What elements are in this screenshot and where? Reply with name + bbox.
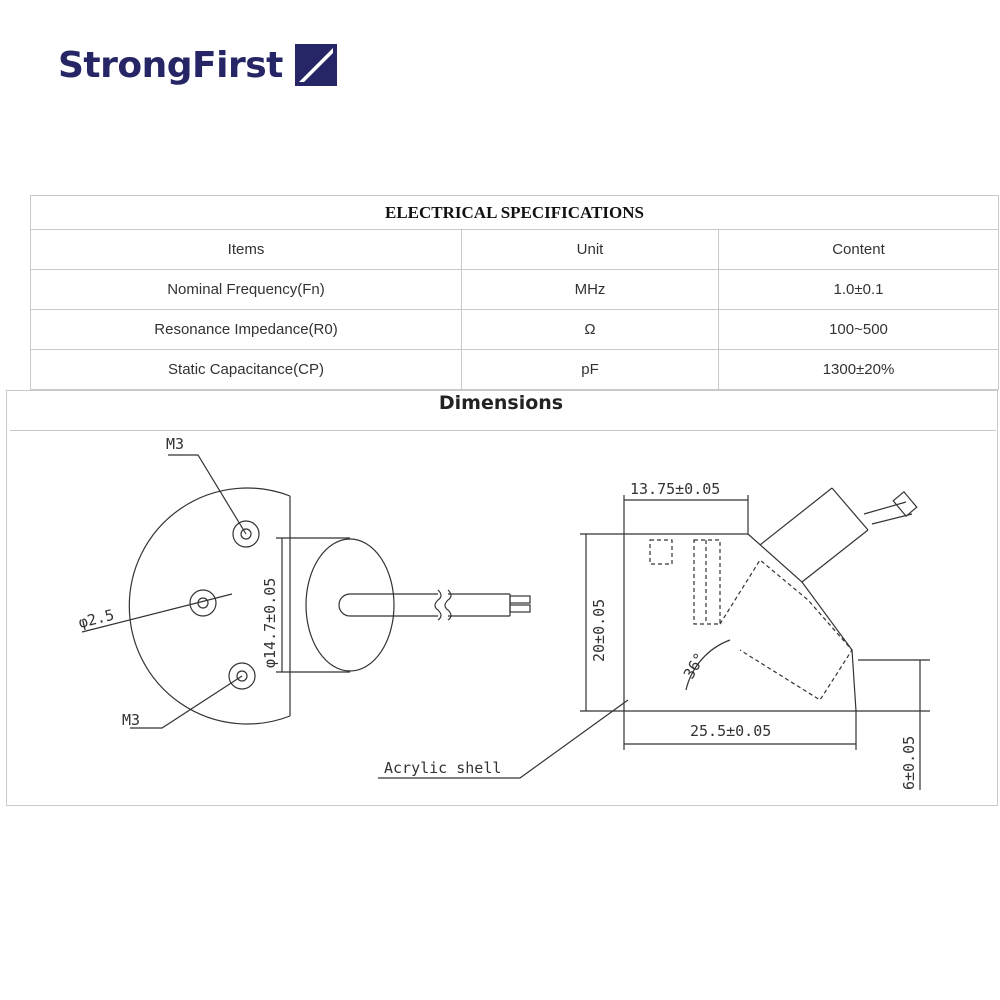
column-header-content: Content (718, 229, 999, 270)
angle-label: 36° (680, 650, 709, 682)
m3-bottom-leader (130, 675, 243, 729)
hole-diameter-label: φ2.5 (77, 606, 116, 632)
dimensions-title: Dimensions (438, 392, 564, 414)
brand-name: StrongFirst (58, 44, 283, 86)
front-face-ellipse (305, 538, 395, 672)
hidden-hole-1 (649, 539, 673, 565)
table-header-row: Items Unit Content (30, 229, 999, 270)
center-hole (189, 589, 217, 617)
cable-wire-2 (509, 604, 531, 613)
hidden-tube-cavity (719, 559, 853, 701)
dimensions-panel (6, 390, 998, 806)
brand-mark-icon (294, 44, 337, 86)
side-body-outline (623, 533, 857, 712)
face-diameter-label: φ14.7±0.05 (261, 578, 279, 668)
hole-diameter-leader (81, 593, 233, 633)
dimensions-drawing-area (10, 430, 996, 805)
table-row: Nominal Frequency(Fn) MHz 1.0±0.1 (30, 269, 999, 310)
table-row: Resonance Impedance(R0) Ω 100~500 (30, 309, 999, 350)
side-tube-edge-top (759, 487, 833, 546)
top-width-label: 13.75±0.05 (630, 480, 720, 498)
base-width-label: 25.5±0.05 (690, 722, 771, 740)
side-tube-edge-bottom (801, 529, 869, 583)
cell-content: 1.0±0.1 (718, 269, 999, 310)
table-row: Static Capacitance(CP) pF 1300±20% (30, 349, 999, 390)
brand-logo: StrongFirst (58, 44, 337, 86)
shell-label: Acrylic shell (384, 759, 501, 777)
table-title: ELECTRICAL SPECIFICATIONS (30, 195, 999, 230)
side-wire-end (892, 490, 918, 518)
front-view (81, 454, 531, 729)
cell-content: 100~500 (718, 309, 999, 350)
cell-content: 1300±20% (718, 349, 999, 390)
cell-item: Static Capacitance(CP) (30, 349, 462, 390)
m3-bottom-label: M3 (122, 711, 140, 729)
step-height-label: 6±0.05 (900, 736, 918, 790)
front-disc-outline (128, 487, 291, 725)
side-view (378, 487, 930, 790)
cell-item: Resonance Impedance(R0) (30, 309, 462, 350)
cell-unit: Ω (461, 309, 719, 350)
m3-hole-bottom (228, 662, 256, 690)
table-title-row: ELECTRICAL SPECIFICATIONS (30, 195, 999, 230)
hidden-hole-2 (693, 539, 721, 625)
shell-leader (378, 699, 629, 779)
electrical-specifications-table: ELECTRICAL SPECIFICATIONS Items Unit Con… (30, 195, 999, 390)
cell-unit: pF (461, 349, 719, 390)
cable-body (338, 593, 438, 617)
m3-hole-top (232, 520, 260, 548)
cable-wire-1 (509, 595, 531, 604)
height-label: 20±0.05 (590, 599, 608, 662)
m3-top-label: M3 (166, 435, 184, 453)
angle-arc (685, 639, 731, 691)
m3-top-leader (168, 454, 247, 535)
